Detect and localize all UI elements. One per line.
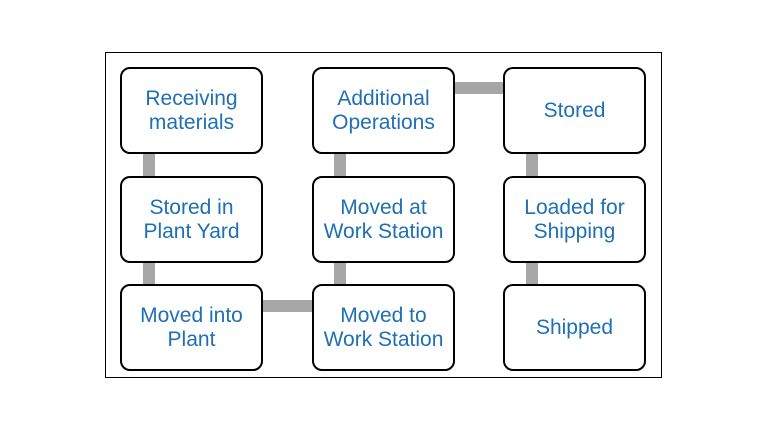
connector-moved-to-ws-to-moved-at-ws <box>334 262 346 284</box>
node-moved-into-plant: Moved into Plant <box>120 284 263 371</box>
node-label: Moved to Work Station <box>323 303 444 351</box>
connector-moved-into-plant-to-moved-to-ws <box>263 300 312 312</box>
node-label: Receiving materials <box>145 86 238 134</box>
node-stored: Stored <box>503 67 646 154</box>
node-loaded-for-shipping: Loaded for Shipping <box>503 176 646 263</box>
connector-receiving-to-stored-yard <box>143 154 155 176</box>
node-moved-to-work-station: Moved to Work Station <box>312 284 455 371</box>
node-additional-operations: Additional Operations <box>312 67 455 154</box>
connector-moved-at-ws-to-additional-ops <box>334 154 346 176</box>
node-label: Stored in Plant Yard <box>143 195 240 243</box>
node-label: Moved at Work Station <box>323 195 444 243</box>
connector-stored-yard-to-moved-into-plant <box>143 262 155 284</box>
node-label: Shipped <box>535 315 614 339</box>
node-moved-at-work-station: Moved at Work Station <box>312 176 455 263</box>
node-receiving-materials: Receiving materials <box>120 67 263 154</box>
node-label: Additional Operations <box>332 86 435 134</box>
node-shipped: Shipped <box>503 284 646 371</box>
connector-stored-to-loaded <box>526 154 538 176</box>
connector-additional-ops-to-stored <box>455 82 503 94</box>
connector-loaded-to-shipped <box>526 262 538 284</box>
node-stored-in-plant-yard: Stored in Plant Yard <box>120 176 263 263</box>
node-label: Stored <box>543 98 606 122</box>
node-label: Moved into Plant <box>140 303 243 351</box>
node-label: Loaded for Shipping <box>524 195 625 243</box>
